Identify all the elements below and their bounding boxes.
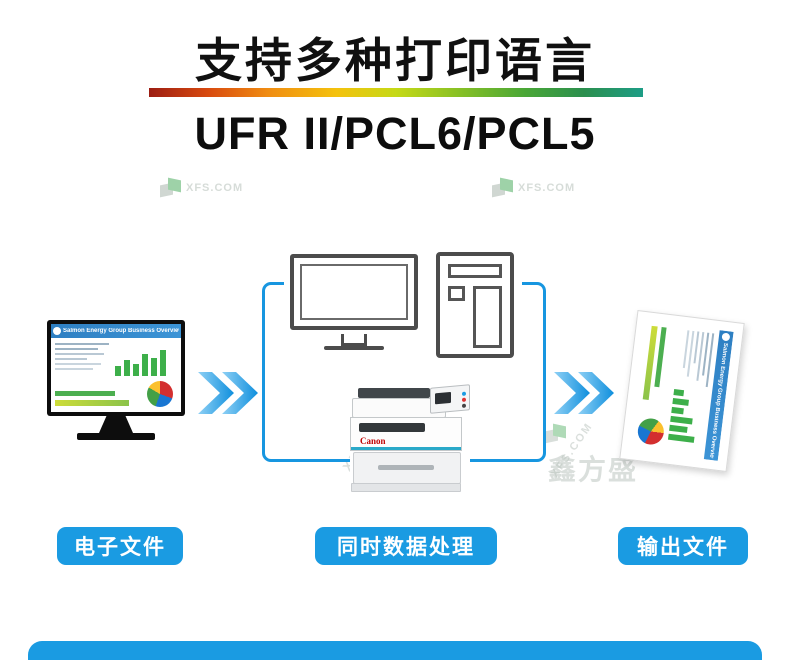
step-label-process: 同时数据处理 — [315, 527, 497, 565]
printer-output-slot — [359, 423, 425, 432]
document-header: Salmon Energy Group Business Overview — [51, 324, 181, 338]
chart-strip — [642, 325, 658, 401]
page-subtitle: UFR II/PCL6/PCL5 — [194, 108, 596, 159]
printed-document-preview: Salmon Energy Group Business Overview — [630, 321, 734, 461]
printer-base — [351, 483, 461, 492]
watermark: XFS.COM — [492, 178, 575, 198]
bar-chart — [667, 389, 704, 450]
watermark: XFS.COM — [160, 178, 243, 198]
monitor-base — [77, 433, 155, 440]
monitor-stand — [99, 416, 133, 433]
watermark-site-text: XFS.COM — [518, 182, 576, 194]
output-document: Salmon Energy Group Business Overview — [619, 309, 745, 473]
printer-buttons — [462, 391, 466, 408]
page-title: 支持多种打印语言 — [195, 34, 595, 87]
chart-strip — [55, 391, 115, 396]
document-text-lines — [55, 343, 109, 373]
bottom-accent-bar — [28, 641, 762, 660]
arrow-right-icon — [554, 372, 614, 414]
document-logo-icon — [53, 327, 61, 335]
multifunction-printer: Canon — [350, 384, 470, 506]
printer-scanner-lid — [358, 388, 430, 398]
watermark — [545, 424, 567, 444]
document-text-lines — [678, 330, 715, 388]
printer-paper-cassette — [353, 452, 461, 484]
printer-control-panel — [430, 384, 470, 414]
copier-icon — [426, 246, 522, 364]
document-title: Salmon Energy Group Business Overview — [708, 342, 729, 459]
printer-brand-logo: Canon — [360, 436, 386, 446]
printer-body: Canon — [350, 417, 462, 451]
step-label-output: 输出文件 — [618, 527, 748, 565]
computer-monitor-icon — [284, 246, 430, 362]
xfs-logo-icon — [160, 178, 182, 198]
step-label-input: 电子文件 — [57, 527, 183, 565]
source-monitor: Salmon Energy Group Business Overview — [47, 320, 185, 416]
printer-display — [435, 391, 451, 405]
xfs-logo-icon — [492, 178, 514, 198]
arrow-right-icon — [198, 372, 258, 414]
document-logo-icon — [721, 332, 731, 342]
bar-chart — [115, 346, 173, 376]
printer-accent-line — [351, 447, 461, 450]
electronic-document-preview: Salmon Energy Group Business Overview — [51, 324, 181, 412]
pie-chart — [147, 381, 173, 407]
rainbow-divider — [149, 88, 643, 97]
xfs-logo-icon — [545, 424, 567, 444]
pie-chart — [636, 417, 666, 446]
document-title: Salmon Energy Group Business Overview — [63, 328, 179, 334]
watermark-site-text: XFS.COM — [186, 182, 244, 194]
cassette-handle — [378, 465, 434, 470]
chart-strip — [55, 400, 129, 406]
